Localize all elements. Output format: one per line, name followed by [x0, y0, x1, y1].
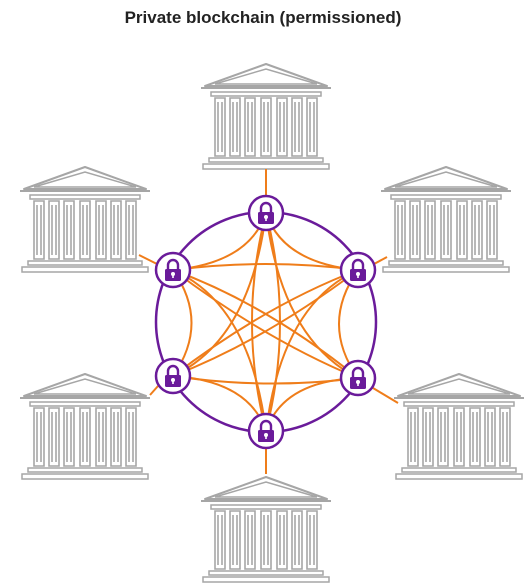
- bank-building-icon-upper-right: [380, 166, 512, 273]
- connector-upper-left: [138, 254, 158, 265]
- connector-upper-right: [373, 256, 388, 265]
- link-lowerright-upperleft-a: [172, 269, 359, 379]
- link-bottom-upperleft: [172, 269, 267, 432]
- node-upper-left: [154, 251, 192, 289]
- network-ring: [154, 210, 378, 434]
- connector-lower-right: [372, 387, 399, 404]
- node-lower-right: [339, 359, 377, 397]
- bank-building-icon-lower-right: [393, 373, 525, 480]
- bank-building-icon-bottom: [200, 476, 332, 583]
- node-bottom: [247, 412, 285, 450]
- node-lower-left: [154, 357, 192, 395]
- link-upperright-bottom: [265, 269, 359, 432]
- connector-lower-left: [149, 385, 159, 396]
- link-lowerright-upperleft-b: [172, 269, 359, 379]
- node-top: [247, 194, 285, 232]
- bank-building-icon-lower-left: [19, 373, 151, 480]
- link-top-lowerright: [265, 212, 359, 379]
- mesh-links: [172, 212, 359, 432]
- node-upper-right: [339, 251, 377, 289]
- bank-building-icon-top: [200, 63, 332, 170]
- diagram-title: Private blockchain (permissioned): [124, 8, 402, 27]
- bank-building-icon-upper-left: [19, 166, 151, 273]
- link-upperright-upperleft: [172, 263, 359, 271]
- link-top-lowerleft: [172, 212, 267, 377]
- link-top-bottom-a: [251, 212, 267, 432]
